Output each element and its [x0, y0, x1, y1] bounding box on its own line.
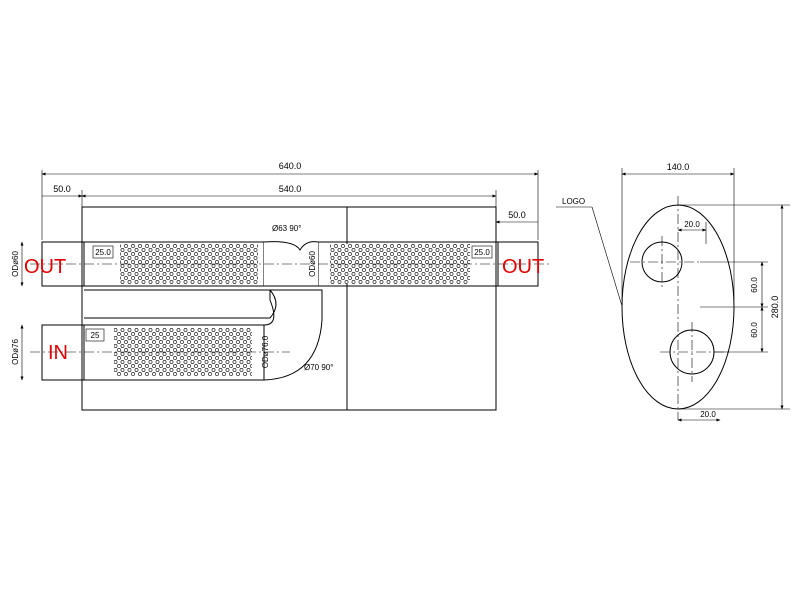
perf-offset-right: 25.0: [474, 248, 490, 257]
outlet-left-label: OUT: [24, 256, 66, 278]
outlet-right-diameter: ODø60: [308, 251, 317, 277]
half-spacing-lower: 60.0: [750, 322, 759, 338]
bent-transfer-tube: [263, 289, 323, 381]
end-offset-top: 20.0: [684, 220, 700, 229]
logo-label: LOGO: [562, 197, 585, 206]
body-length-dim: 540.0: [279, 184, 302, 194]
half-spacing-upper: 60.0: [750, 277, 759, 293]
end-height-dim: 280.0: [770, 296, 780, 319]
end-offset-bottom: 20.0: [700, 410, 716, 419]
perf-offset-left: 25.0: [95, 248, 111, 257]
perf-offset-inlet: 25: [91, 331, 100, 340]
inlet-inner-diameter: ODø76.0: [261, 335, 270, 368]
bend-upper-label: Ø63 90°: [272, 224, 301, 233]
side-view: 640.0 540.0 50.0 50.0 ODø60 ODø76 ODø76.…: [11, 161, 552, 411]
outlet-right-label: OUT: [502, 256, 544, 278]
inlet-extension-dim: 50.0: [53, 184, 71, 194]
end-view: 140.0 280.0 20.0 20.0 60.0 60.0 LOGO: [556, 162, 790, 422]
outlet-extension-dim: 50.0: [508, 210, 526, 220]
overall-length-dim: 640.0: [279, 161, 302, 171]
outlet-left-diameter: ODø60: [11, 251, 20, 277]
inlet-diameter: ODø76: [11, 339, 20, 365]
bend-lower-label: Ø70 90°: [304, 363, 333, 372]
inlet-label: IN: [48, 342, 68, 364]
end-width-dim: 140.0: [667, 162, 690, 172]
